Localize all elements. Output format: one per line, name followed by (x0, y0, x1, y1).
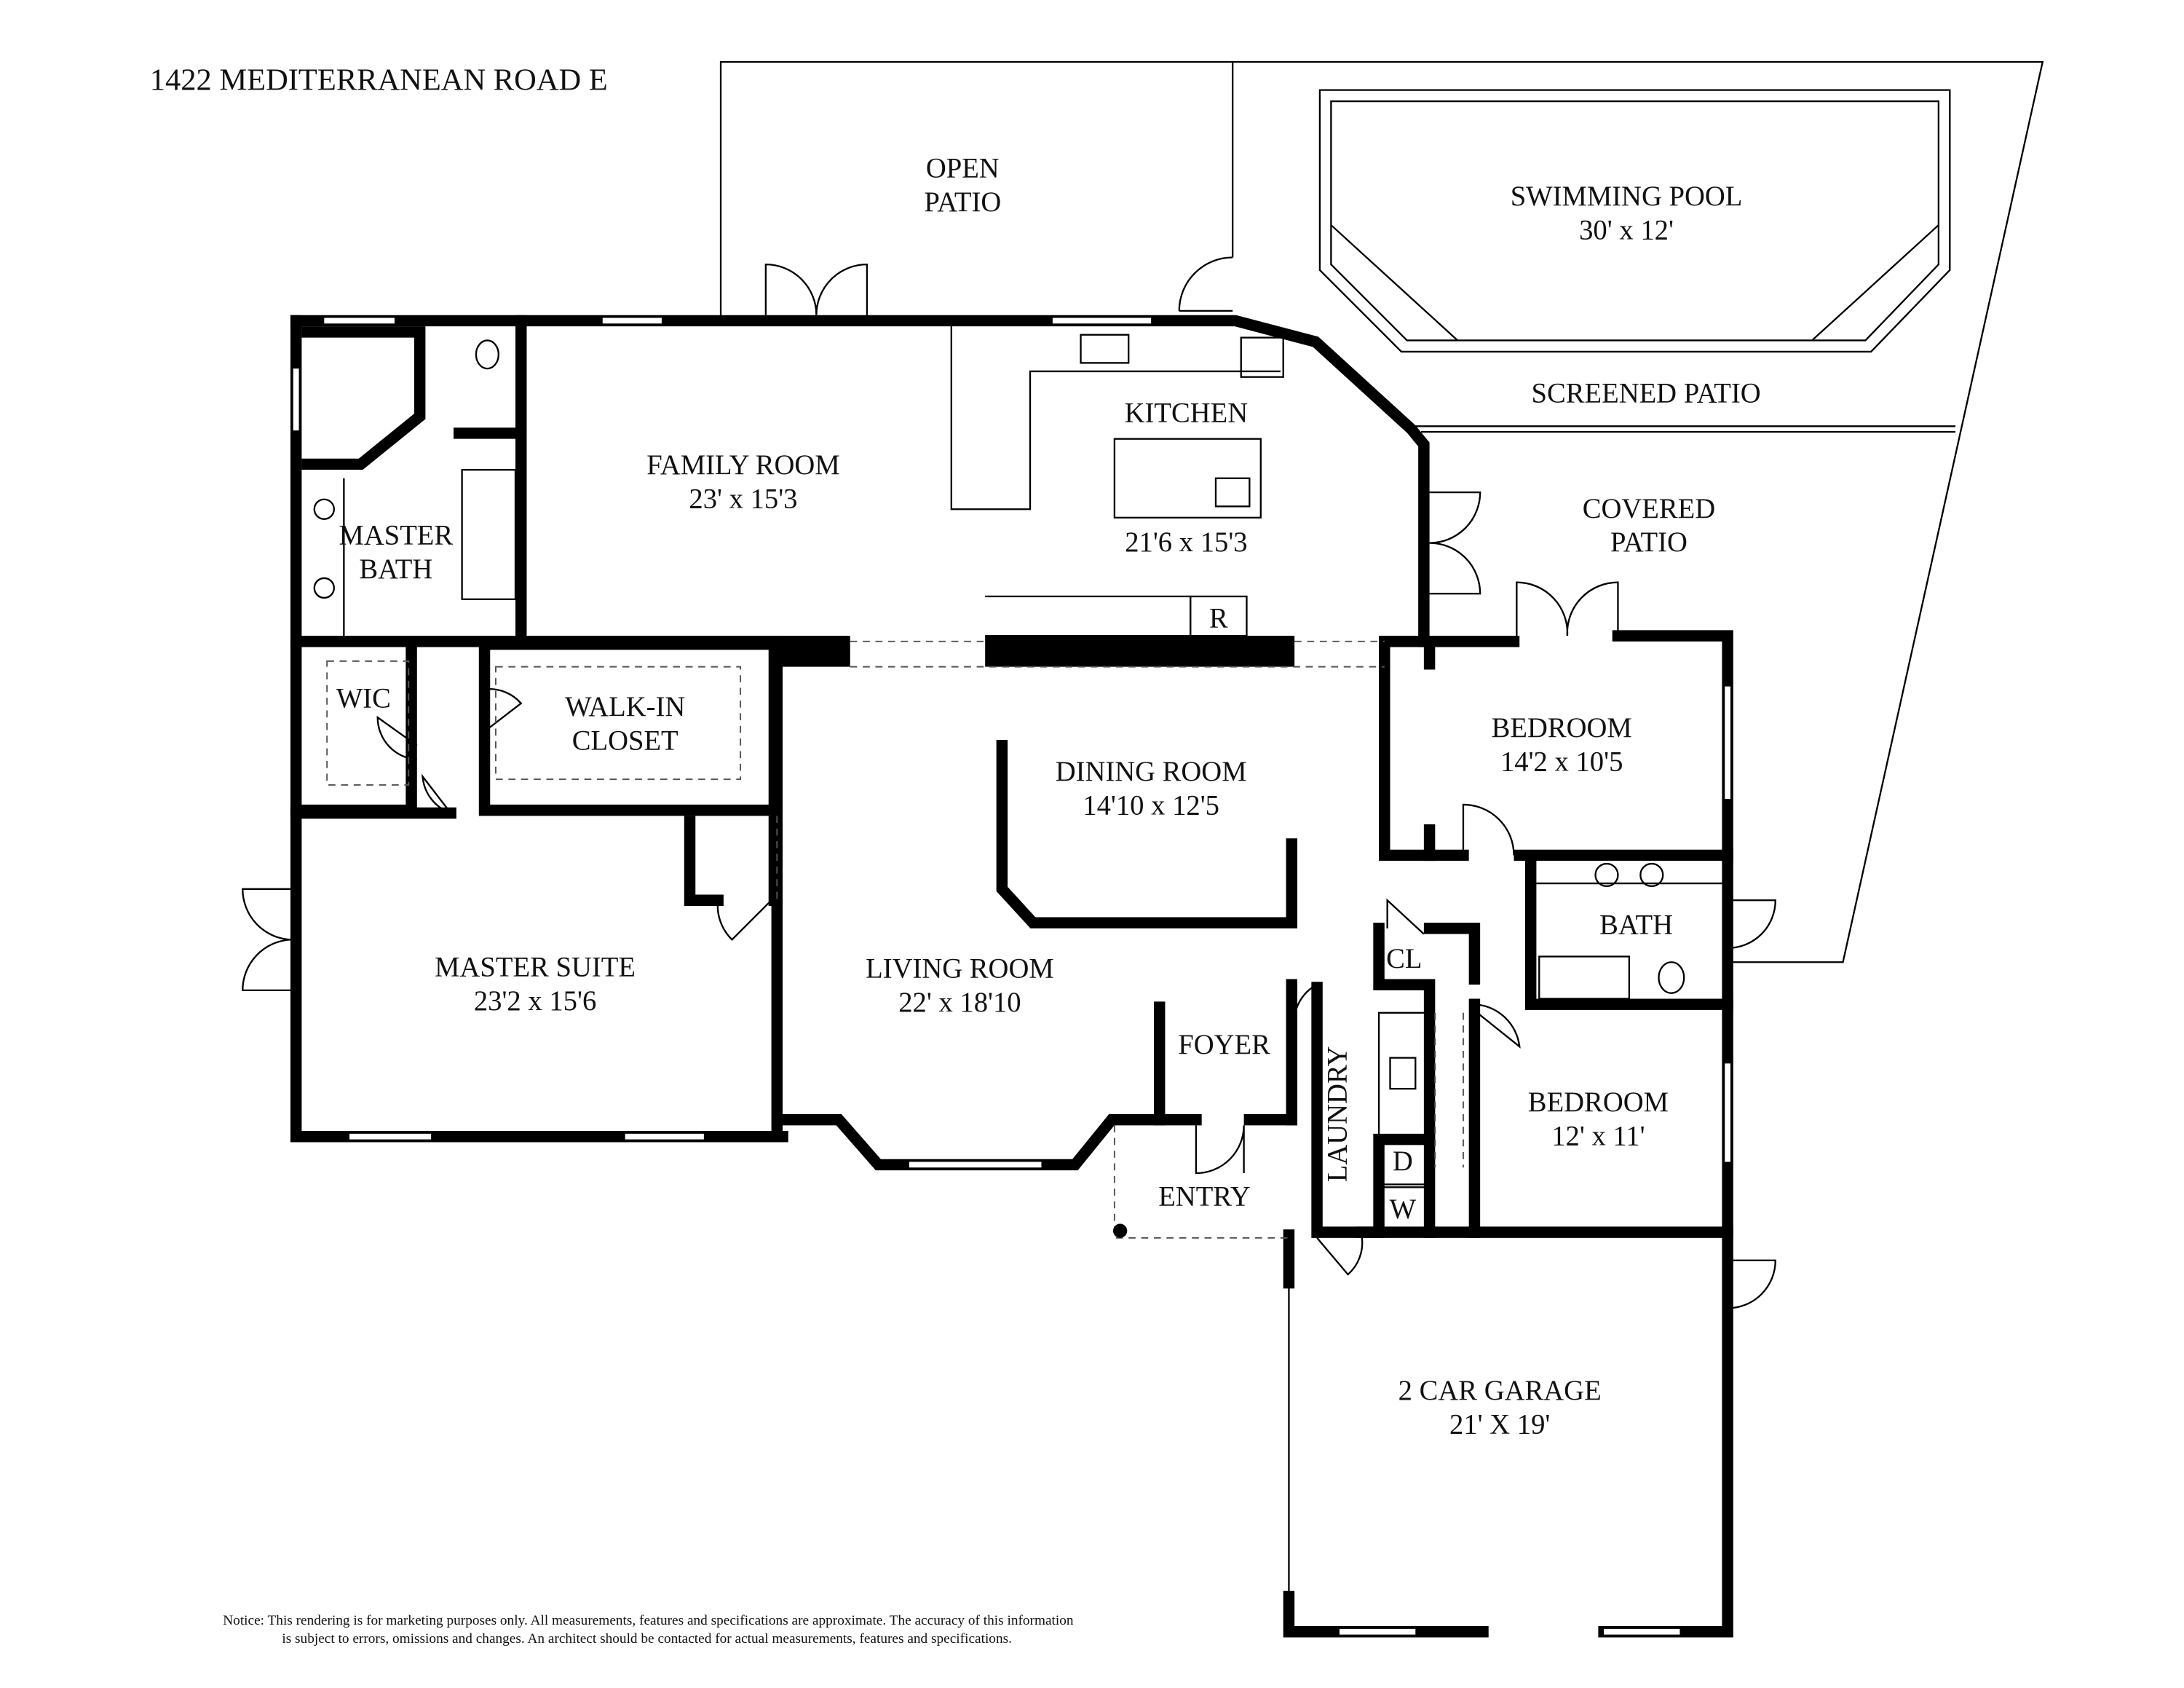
bedroom-size: 14'2 x 10'5 (1500, 747, 1623, 778)
wall-block (985, 636, 1295, 667)
patio-outlines (719, 60, 2044, 963)
screened-patio-label: SCREENED PATIO (1532, 378, 1761, 409)
family-room-label: FAMILY ROOM (646, 450, 839, 481)
bedroom-size: 12' x 11' (1551, 1121, 1645, 1151)
walk-in-closet-label: CLOSET (572, 726, 678, 757)
closet-label: CL (1386, 944, 1422, 974)
dining-room-label: DINING ROOM (1056, 757, 1247, 787)
master-bath-label: BATH (359, 554, 432, 585)
notice-line: is subject to errors, omissions and chan… (282, 1631, 1012, 1646)
family-room-size: 23' x 15'3 (689, 484, 797, 514)
room-labels: OPEN PATIO SWIMMING POOL 30' x 12' SCREE… (336, 153, 1761, 1440)
washer-label: W (1390, 1194, 1417, 1225)
covered-patio-label: COVERED (1583, 494, 1715, 524)
garage-label: 2 CAR GARAGE (1398, 1376, 1602, 1406)
covered-patio-label: PATIO (1610, 527, 1688, 558)
entry-label: ENTRY (1158, 1181, 1251, 1212)
kitchen-size: 21'6 x 15'3 (1125, 527, 1247, 558)
property-address: 1422 MEDITERRANEAN ROAD E (150, 63, 608, 98)
pool-size: 30' x 12' (1579, 215, 1674, 245)
kitchen-label: KITCHEN (1125, 398, 1249, 429)
master-suite-size: 23'2 x 15'6 (474, 986, 596, 1017)
bath-label: BATH (1599, 910, 1673, 941)
open-patio-label: PATIO (924, 187, 1001, 218)
walk-in-closet-label: WALK-IN (565, 692, 685, 722)
notice-line: Notice: This rendering is for marketing … (223, 1613, 1074, 1628)
bedroom-label: BEDROOM (1528, 1087, 1669, 1118)
dryer-label: D (1393, 1146, 1413, 1177)
dining-room-size: 14'10 x 12'5 (1083, 790, 1219, 821)
living-room-label: LIVING ROOM (866, 954, 1054, 985)
living-room-size: 22' x 18'10 (898, 987, 1021, 1018)
garage-size: 21' X 19' (1449, 1409, 1550, 1440)
fridge-label: R (1209, 604, 1228, 634)
doors (242, 263, 1776, 1309)
pool-label: SWIMMING POOL (1511, 181, 1743, 212)
light-fixture (1112, 1223, 1128, 1238)
master-suite-label: MASTER SUITE (435, 953, 636, 983)
fixtures: R D W (313, 323, 1725, 1239)
wic-label: WIC (336, 684, 391, 714)
foyer-label: FOYER (1178, 1030, 1270, 1060)
swimming-pool (1318, 89, 1951, 353)
bedroom-label: BEDROOM (1492, 713, 1632, 744)
wall-block (777, 636, 850, 667)
master-bath-label: MASTER (339, 521, 453, 551)
open-patio-label: OPEN (926, 153, 1000, 184)
windows (293, 318, 1730, 1635)
laundry-label: LAUNDRY (1323, 1046, 1353, 1183)
